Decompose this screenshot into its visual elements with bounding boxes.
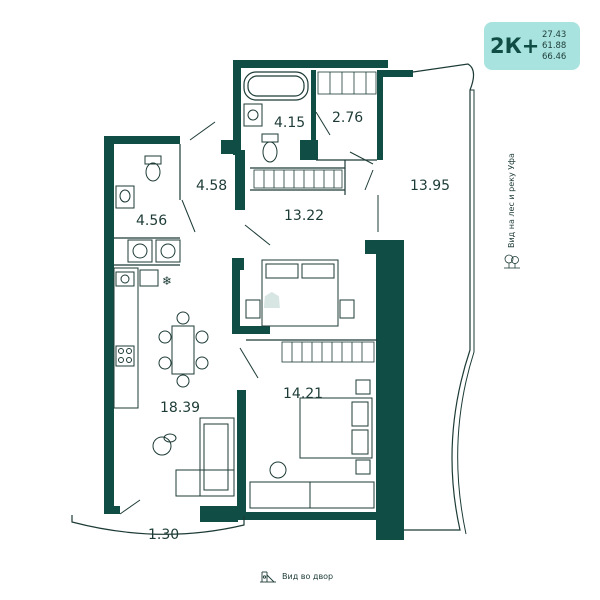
view-right-text: Вид на лес и реку Уфа — [507, 153, 516, 248]
apartment-type: 2К+ — [490, 34, 540, 58]
washer-icons — [127, 239, 181, 263]
room-wc-area: 4.56 — [136, 213, 167, 229]
room-wardrobe-bedroom-area: 13.95 — [410, 178, 450, 194]
sofa — [175, 417, 235, 497]
area-living: 27.43 — [542, 29, 567, 40]
tree-icon — [504, 254, 520, 269]
partitions — [114, 144, 378, 341]
view-right: Вид на лес и реку Уфа — [504, 153, 520, 269]
kitchen-counter — [113, 267, 159, 409]
room-corridor-area: 13.22 — [284, 208, 324, 224]
view-bottom-text: Вид во двор — [282, 571, 334, 581]
watermark-logo: ☗ — [262, 289, 282, 314]
bathtub — [243, 71, 309, 101]
balcony-curve-right — [404, 63, 475, 531]
wc-fixtures — [115, 155, 162, 209]
room-hall-area: 4.58 — [196, 178, 227, 194]
bedroom-wardrobe — [281, 341, 375, 363]
area-list: 27.43 61.88 66.46 — [542, 30, 566, 63]
room-bathroom-area: 4.15 — [274, 115, 305, 131]
bed-lower — [299, 379, 373, 475]
balcony-curve-right-inner — [457, 89, 475, 535]
armchair — [152, 433, 177, 456]
apartment-type-badge: 2К+ 27.43 61.88 66.46 — [484, 22, 580, 70]
room-storage-area: 2.76 — [332, 110, 363, 126]
area-total-with-balcony: 66.46 — [542, 51, 567, 62]
walls — [104, 60, 413, 540]
playground-icon — [260, 571, 276, 583]
area-total: 61.88 — [542, 40, 567, 51]
door-swings — [119, 111, 379, 515]
dining-table — [158, 311, 209, 388]
room-kitchen-living-area: 18.39 — [160, 400, 200, 416]
bath-sink — [243, 103, 263, 127]
view-bottom: Вид во двор — [260, 569, 333, 583]
storage-shelves — [317, 71, 377, 95]
room-balcony-area: 1.30 — [148, 527, 179, 543]
hall-wardrobe — [253, 169, 343, 189]
desk — [249, 461, 375, 509]
bed-upper — [245, 259, 355, 327]
room-bedroom-area: 14.21 — [283, 386, 323, 402]
snowflake-icon: ❄ — [162, 274, 172, 288]
toilet-icon — [261, 133, 279, 163]
balcony-bottom — [71, 515, 245, 535]
